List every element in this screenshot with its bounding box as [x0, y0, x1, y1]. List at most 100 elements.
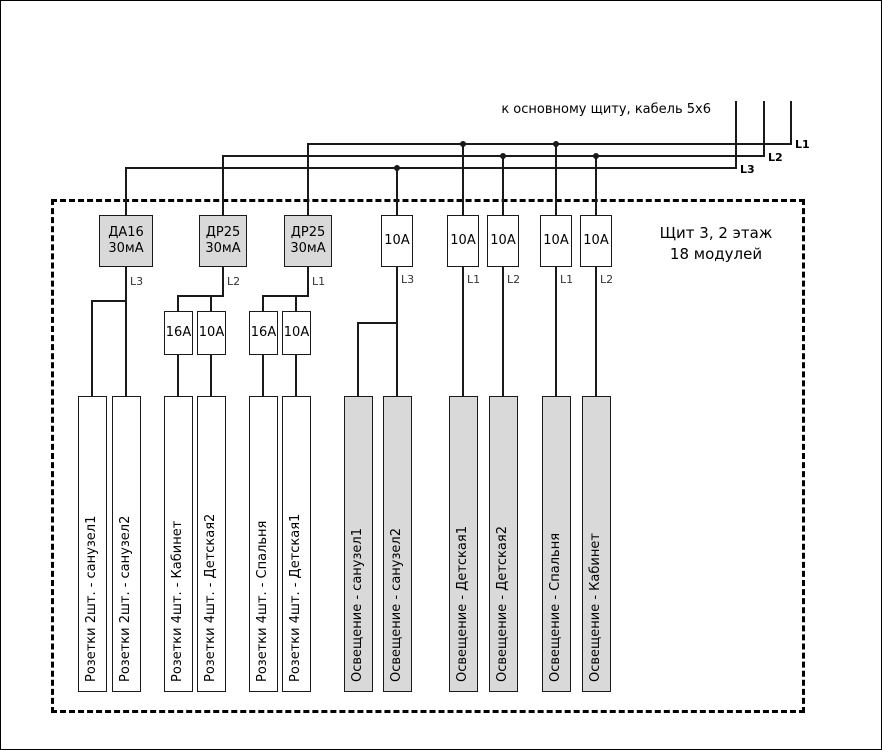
- breaker-10a-sub-2: 10А: [282, 311, 311, 355]
- bus-l1: [307, 143, 792, 145]
- breaker-label: 30мА: [290, 241, 326, 256]
- panel-title-line2: 18 модулей: [669, 245, 763, 263]
- phase-label: L2: [507, 273, 521, 286]
- wire-segment: [91, 300, 93, 396]
- wire-drop-breaker-7: [555, 143, 557, 216]
- breaker-label: 10А: [490, 233, 516, 248]
- load-lighting-kabinet: Освещение - Кабинет: [582, 396, 611, 692]
- breaker-label: 16А: [165, 325, 192, 340]
- wire-segment: [222, 266, 224, 297]
- junction-dot: [553, 141, 559, 147]
- breaker-label: 30мА: [108, 241, 144, 256]
- wire-segment: [262, 295, 309, 297]
- breaker-label: 10А: [384, 233, 410, 248]
- wire-segment: [295, 355, 297, 396]
- load-label: Розетки 2шт. - санузел2: [118, 515, 133, 682]
- breaker-label: 30мА: [205, 241, 241, 256]
- load-label: Освещение - санузел1: [350, 528, 365, 682]
- phase-label: L2: [227, 275, 241, 288]
- load-lighting-sanuzel2: Освещение - санузел2: [383, 396, 412, 692]
- load-label: Розетки 4шт. - Спальня: [255, 520, 270, 682]
- junction-dot: [593, 153, 599, 159]
- load-sockets-sanuzel1: Розетки 2шт. - санузел1: [78, 396, 107, 692]
- wire-segment: [262, 295, 264, 311]
- breaker-label: 10А: [198, 325, 225, 340]
- bus-label-l2: L2: [768, 151, 783, 164]
- breaker-10a-2: 10А: [447, 215, 479, 267]
- wire-segment: [210, 355, 212, 396]
- panel-title: Щит 3, 2 этаж 18 модулей: [631, 223, 801, 265]
- load-label: Розетки 4шт. - Детская2: [203, 513, 218, 682]
- panel-enclosure-border: [51, 199, 805, 713]
- load-label: Освещение - Спальня: [548, 532, 563, 682]
- junction-dot: [500, 153, 506, 159]
- phase-label: L1: [312, 275, 326, 288]
- bus-label-l3: L3: [740, 163, 755, 176]
- load-lighting-detskaya1: Освещение - Детская1: [449, 396, 478, 692]
- feeder-note: к основному щиту, кабель 5x6: [501, 102, 711, 117]
- breaker-10a-4: 10А: [540, 215, 572, 267]
- wire-segment: [125, 266, 127, 396]
- breaker-label: 10А: [450, 233, 476, 248]
- wire-segment: [595, 266, 597, 396]
- load-label: Освещение - Кабинет: [588, 533, 603, 682]
- wire-segment: [262, 355, 264, 396]
- breaker-10a-sub-1: 10А: [197, 311, 226, 355]
- load-label: Розетки 4шт. - Детская1: [288, 513, 303, 682]
- load-sockets-kabinet: Розетки 4шт. - Кабинет: [164, 396, 193, 692]
- breaker-10a-5: 10А: [580, 215, 612, 267]
- load-sockets-detskaya1: Розетки 4шт. - Детская1: [282, 396, 311, 692]
- breaker-label: ДР25: [205, 225, 241, 240]
- breaker-rcd-dr25-2: ДР25 30мА: [284, 215, 332, 267]
- breaker-label: 16А: [250, 325, 277, 340]
- load-label: Освещение - Детская2: [495, 526, 510, 682]
- load-lighting-sanuzel1: Освещение - санузел1: [344, 396, 373, 692]
- breaker-label: 10А: [283, 325, 310, 340]
- wire-segment: [295, 295, 297, 311]
- wire-segment: [307, 266, 309, 297]
- bus-l3: [125, 167, 737, 169]
- breaker-rcd-dr25-1: ДР25 30мА: [199, 215, 247, 267]
- breaker-10a-3: 10А: [487, 215, 519, 267]
- wire-drop-breaker-8: [595, 155, 597, 216]
- wire-drop-breaker-4: [396, 167, 398, 216]
- wire-segment: [396, 266, 398, 396]
- wire-segment: [177, 295, 224, 297]
- wire-drop-breaker-5: [462, 143, 464, 216]
- wire-segment: [177, 355, 179, 396]
- wire-drop-breaker-3: [307, 143, 309, 216]
- feeder-riser-l2: [763, 101, 765, 157]
- wire-segment: [210, 295, 212, 311]
- wire-segment: [462, 266, 464, 396]
- feeder-riser-l1: [790, 101, 792, 145]
- wire-segment: [502, 266, 504, 396]
- wire-drop-breaker-1: [125, 167, 127, 216]
- feeder-riser-l3: [735, 101, 737, 169]
- load-label: Розетки 2шт. - санузел1: [84, 515, 99, 682]
- load-sockets-spalnya: Розетки 4шт. - Спальня: [249, 396, 278, 692]
- wire-segment: [357, 322, 359, 396]
- breaker-label: ДА16: [108, 225, 144, 240]
- breaker-label: 10А: [583, 233, 609, 248]
- junction-dot: [460, 141, 466, 147]
- load-lighting-spalnya: Освещение - Спальня: [542, 396, 571, 692]
- junction-dot: [394, 165, 400, 171]
- wire-drop-breaker-2: [222, 155, 224, 216]
- load-lighting-detskaya2: Освещение - Детская2: [489, 396, 518, 692]
- load-label: Розетки 4шт. - Кабинет: [170, 520, 185, 682]
- breaker-16a-2: 16А: [249, 311, 278, 355]
- breaker-10a-1: 10А: [381, 215, 413, 267]
- phase-label: L3: [130, 275, 144, 288]
- bus-label-l1: L1: [795, 138, 810, 151]
- load-sockets-sanuzel2: Розетки 2шт. - санузел2: [112, 396, 141, 692]
- breaker-label: 10А: [543, 233, 569, 248]
- load-sockets-detskaya2: Розетки 4шт. - Детская2: [197, 396, 226, 692]
- wire-drop-breaker-6: [502, 155, 504, 216]
- phase-label: L2: [600, 273, 614, 286]
- phase-label: L1: [467, 273, 481, 286]
- wire-segment: [357, 322, 398, 324]
- panel-title-line1: Щит 3, 2 этаж: [659, 224, 773, 242]
- wire-segment: [555, 266, 557, 396]
- load-label: Освещение - Детская1: [455, 526, 470, 682]
